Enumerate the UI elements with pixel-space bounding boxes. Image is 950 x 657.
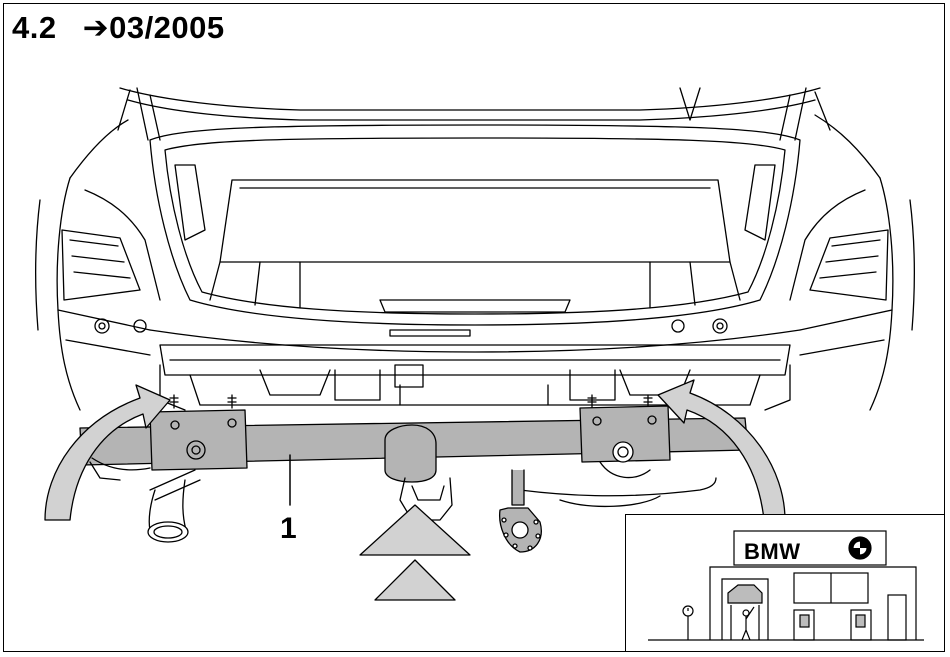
- mounting-bolts: [169, 394, 653, 409]
- curved-arrow-icon: [657, 379, 786, 521]
- car-body: [34, 114, 916, 411]
- car-lift-icon: [730, 605, 760, 640]
- step-heading: 4.2 ➔03/2005: [12, 10, 225, 46]
- mechanic-icon: [741, 606, 755, 641]
- bmw-roundel-icon: [848, 536, 872, 560]
- workshop-inset: BMW: [625, 514, 945, 652]
- pressure-gauge-icon: [682, 605, 694, 640]
- exhaust-pipe: [147, 469, 201, 543]
- tow-hook: [399, 469, 542, 553]
- curved-arrow-icon: [44, 384, 171, 521]
- part-callout-1: 1: [280, 512, 297, 545]
- towbar-crossmember: [79, 405, 749, 483]
- section-number: 4.2: [12, 10, 57, 45]
- date-range: ➔03/2005: [82, 10, 225, 45]
- rear-window: [117, 87, 831, 141]
- workshop-brand-label: BMW: [744, 539, 801, 564]
- bumper-carrier: [94, 318, 801, 411]
- crossmember-details: [86, 415, 742, 481]
- trunk-opening: [149, 124, 801, 337]
- underbody-right: [519, 477, 717, 508]
- workshop-drawing: [648, 530, 924, 641]
- lift-arrow-icon: [359, 504, 471, 601]
